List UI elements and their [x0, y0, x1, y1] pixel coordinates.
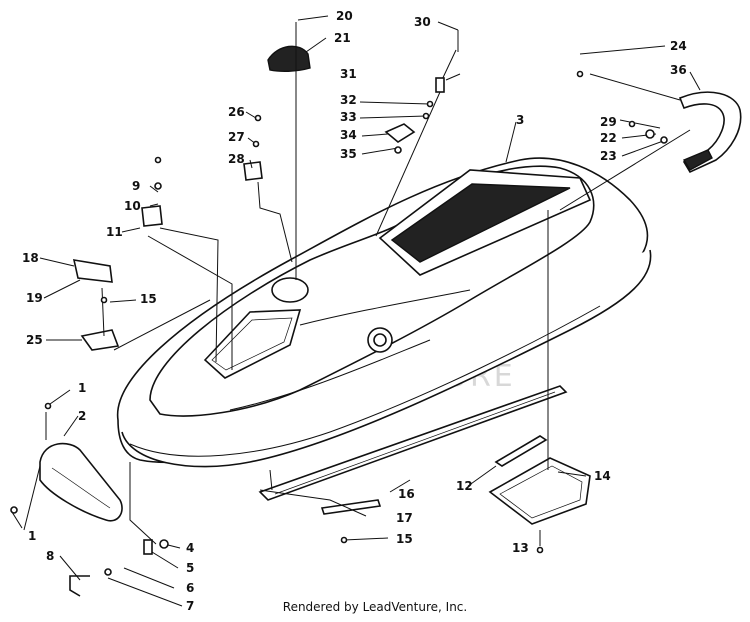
- callout-13: 13: [512, 541, 529, 555]
- callout-18: 18: [22, 251, 39, 265]
- plate-bracket: [494, 435, 548, 467]
- ride-plate: [488, 457, 591, 525]
- screw-15-lower: [340, 536, 348, 544]
- callout-25: 25: [26, 333, 43, 347]
- fuel-neck: [435, 77, 445, 93]
- washer-27: [252, 140, 260, 148]
- washer-32: [426, 100, 434, 108]
- washer-33: [422, 112, 430, 120]
- callout-2: 2: [78, 409, 86, 423]
- callout-3: 3: [516, 113, 524, 127]
- callout-8: 8: [46, 549, 54, 563]
- nut-4: [159, 539, 169, 549]
- callout-17: 17: [396, 511, 413, 525]
- callout-23: 23: [600, 149, 617, 163]
- callout-1-upper: 1: [78, 381, 86, 395]
- hull-lower-rim: [121, 249, 652, 468]
- nut-35: [394, 146, 402, 154]
- hatch: [203, 309, 302, 379]
- footwell-mat: [390, 183, 571, 263]
- callout-19: 19: [26, 291, 43, 305]
- callout-29: 29: [600, 115, 617, 129]
- callout-15-upper: 15: [140, 292, 157, 306]
- callout-32: 32: [340, 93, 357, 107]
- leader-lines: [11, 15, 701, 607]
- screw-29: [628, 120, 636, 128]
- callout-24: 24: [670, 39, 687, 53]
- washer-10: [154, 182, 162, 190]
- hull: [116, 157, 652, 468]
- screw-15-upper: [100, 296, 108, 304]
- steering-cover: [267, 45, 311, 73]
- callout-15-lower: 15: [396, 532, 413, 546]
- callout-21: 21: [334, 31, 351, 45]
- callout-5: 5: [186, 561, 194, 575]
- screw-1-lower: [10, 506, 18, 514]
- callout-27: 27: [228, 130, 245, 144]
- tow-hook: [69, 575, 90, 597]
- callout-6: 6: [186, 581, 194, 595]
- fuel-cap: [384, 123, 416, 143]
- base-plate: [80, 329, 120, 351]
- footer-credit: Rendered by LeadVenture, Inc.: [282, 600, 468, 614]
- callout-33: 33: [340, 110, 357, 124]
- screw-24: [576, 70, 584, 78]
- callout-11: 11: [106, 225, 123, 239]
- steering-pivot: [271, 277, 309, 303]
- screw-26: [254, 114, 262, 122]
- callout-10: 10: [124, 199, 141, 213]
- screw-9: [154, 156, 162, 164]
- callout-9: 9: [132, 179, 140, 193]
- callout-12: 12: [456, 479, 473, 493]
- callout-7: 7: [186, 599, 194, 613]
- callout-30: 30: [414, 15, 431, 29]
- callout-26: 26: [228, 105, 245, 119]
- fasteners: [10, 70, 668, 576]
- grab-handle: [678, 91, 742, 174]
- callout-1-lower: 1: [28, 529, 36, 543]
- nut-23: [660, 136, 668, 144]
- callout-31: 31: [340, 67, 357, 81]
- bumper: [39, 442, 123, 522]
- plate-5: [143, 539, 153, 555]
- trim-strip: [320, 499, 382, 515]
- callout-22: 22: [600, 131, 617, 145]
- callout-20: 20: [336, 9, 353, 23]
- callout-16: 16: [398, 487, 415, 501]
- callout-14: 14: [594, 469, 611, 483]
- callout-labels: 20 21 30 31 32 33 34 35 3 24 36 29 22 23…: [22, 9, 687, 613]
- callout-35: 35: [340, 147, 357, 161]
- washer-22: [645, 129, 655, 139]
- callout-36: 36: [670, 63, 687, 77]
- screw-1-upper: [44, 402, 52, 410]
- callout-28: 28: [228, 152, 245, 166]
- bolt-6: [104, 568, 112, 576]
- callout-34: 34: [340, 128, 357, 142]
- clamp: [243, 161, 263, 181]
- screw-13: [536, 546, 544, 554]
- mount-bracket: [141, 205, 163, 227]
- callout-4: 4: [186, 541, 194, 555]
- ignition-switch: [72, 259, 113, 283]
